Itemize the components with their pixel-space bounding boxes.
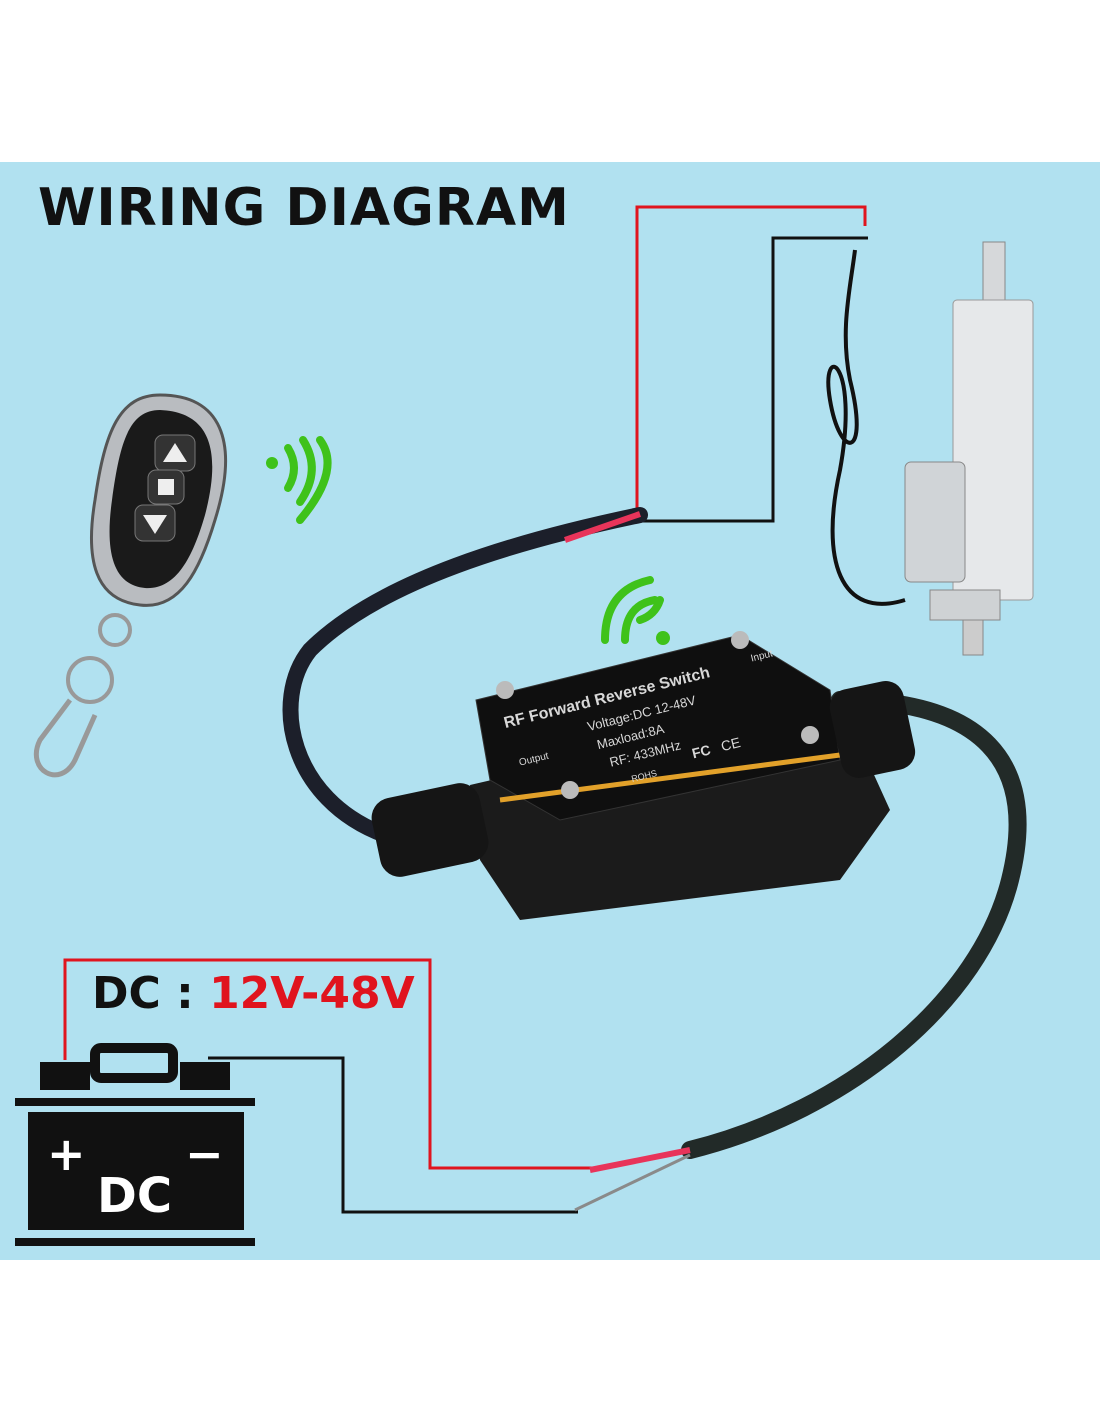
battery-icon: + − DC: [15, 1043, 255, 1246]
battery-label: DC: [97, 1168, 172, 1224]
box-ce: CE: [719, 734, 742, 754]
black-wire-battery: [208, 1056, 578, 1214]
supply-label: DC :: [92, 968, 194, 1019]
signal-icon-remote: [266, 436, 332, 524]
red-wire-actuator: [635, 205, 867, 520]
box-input: Input: [750, 648, 774, 664]
black-wire-actuator: [640, 236, 868, 523]
linear-actuator: [826, 241, 1034, 656]
signal-icon-switch: [601, 576, 670, 645]
battery-minus: −: [185, 1127, 224, 1181]
remote-control: [33, 393, 228, 778]
supply-voltage: DC : 12V-48V: [92, 968, 415, 1019]
input-cable: [282, 507, 648, 843]
output-cable: [681, 691, 1027, 1159]
battery-plus: +: [47, 1127, 86, 1181]
box-fc: FC: [690, 741, 712, 761]
red-wire-battery: [63, 958, 592, 1170]
rf-switch-box: RF Forward Reverse Switch Voltage:DC 12-…: [371, 631, 916, 920]
page-title: WIRING DIAGRAM: [38, 178, 570, 238]
supply-range: 12V-48V: [209, 968, 415, 1019]
